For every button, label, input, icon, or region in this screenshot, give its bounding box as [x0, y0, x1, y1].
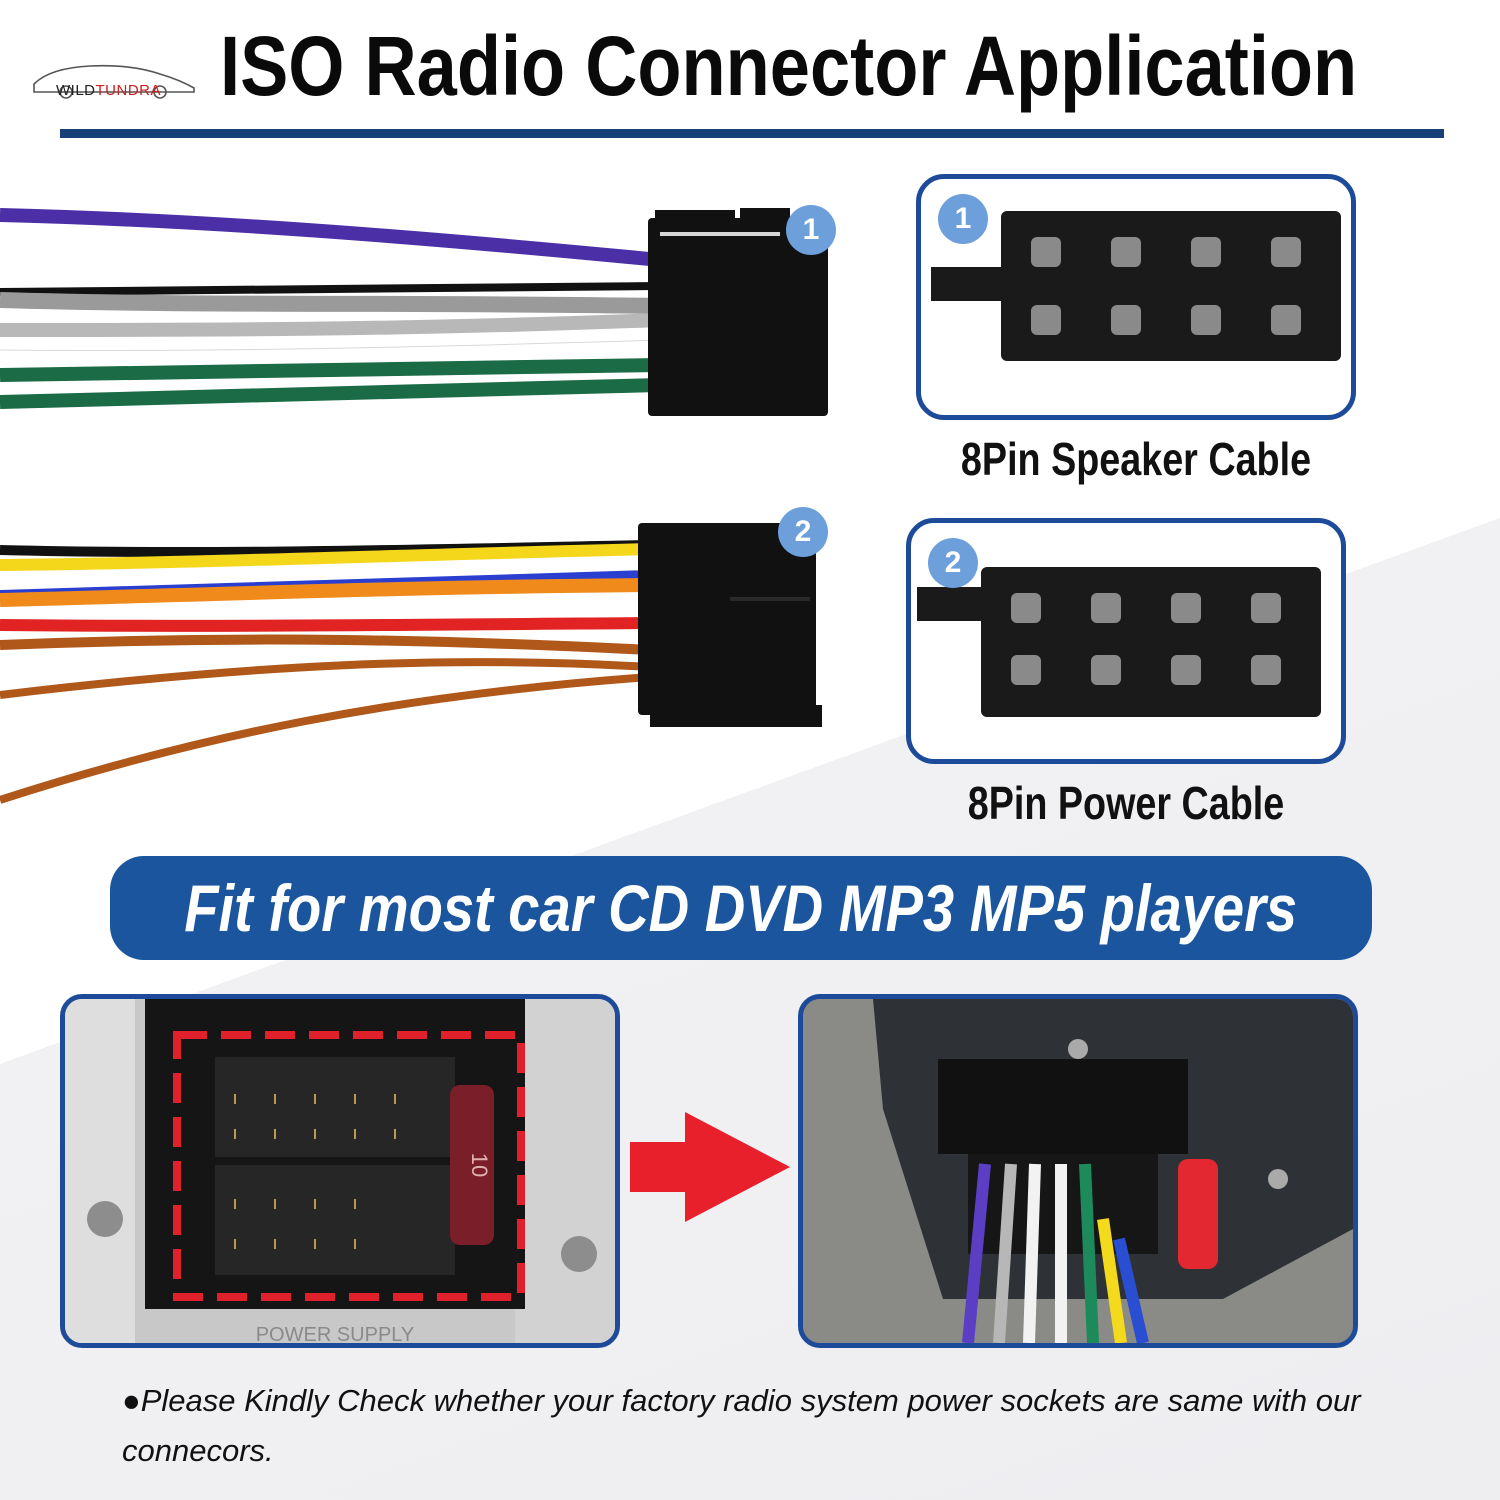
power-cable-label: 8Pin Power Cable	[967, 777, 1285, 829]
connector-2-badge: 2	[778, 507, 828, 557]
page-title: ISO Radio Connector Application	[220, 19, 1358, 113]
speaker-cable-label: 8Pin Speaker Cable	[960, 433, 1312, 485]
factory-socket-photo: 10 POWER SUPPLY	[60, 994, 620, 1348]
speaker-connector-face	[931, 211, 1341, 361]
power-connector-face	[917, 567, 1321, 717]
connector-1-detail-badge: 1	[938, 194, 988, 244]
compatibility-note: ●Please Kindly Check whether your factor…	[122, 1383, 1361, 1468]
socket-label: POWER SUPPLY	[256, 1324, 415, 1343]
installed-connector-illustration	[803, 999, 1353, 1343]
brand-logo	[33, 64, 195, 99]
compatibility-banner-text: Fit for most car CD DVD MP3 MP5 players	[184, 871, 1298, 945]
brand-prefix: WILD	[56, 82, 96, 99]
brand-name: WILDTUNDRA	[56, 82, 161, 99]
connector-1-badge: 1	[786, 205, 836, 255]
title-underline	[60, 129, 1444, 138]
compatibility-banner: Fit for most car CD DVD MP3 MP5 players	[110, 856, 1372, 960]
brand-suffix: TUNDRA	[95, 82, 161, 99]
installed-connector-photo	[798, 994, 1358, 1348]
factory-socket-illustration: 10 POWER SUPPLY	[65, 999, 615, 1343]
fuse-label: 10	[467, 1153, 492, 1177]
speaker-harness-illustration	[0, 208, 828, 416]
speaker-connector-frame	[916, 174, 1356, 420]
connector-2-detail-badge: 2	[928, 538, 978, 588]
arrow-right-icon	[630, 1112, 790, 1222]
power-harness-illustration	[0, 523, 822, 804]
power-connector-frame	[906, 518, 1346, 764]
